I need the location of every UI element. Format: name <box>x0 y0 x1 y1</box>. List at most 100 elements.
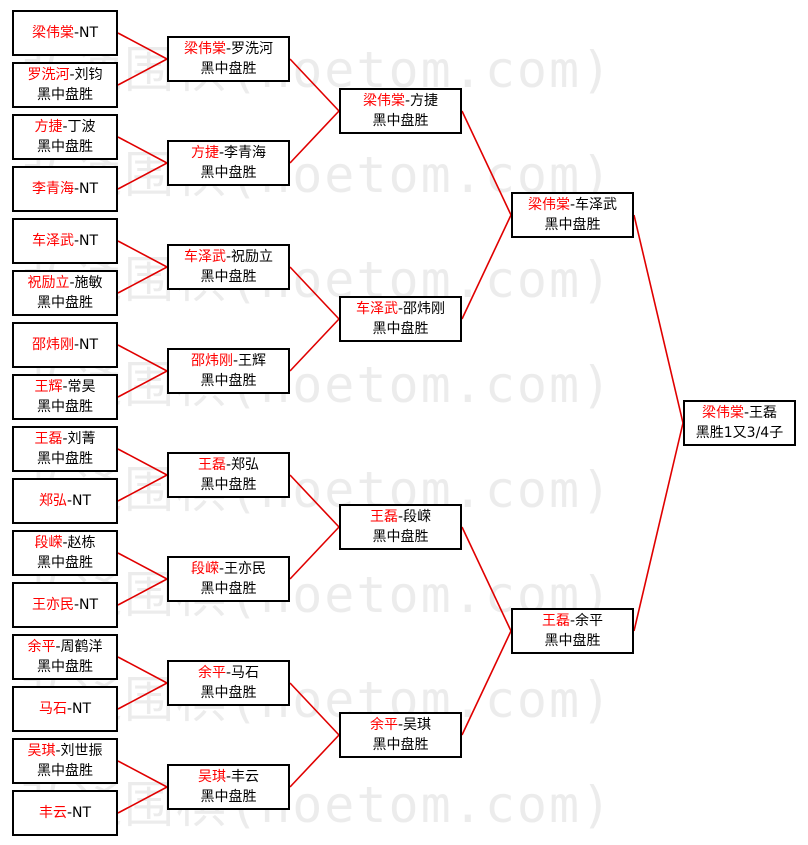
match-players: 罗洗河-刘钧 <box>27 65 102 85</box>
match-result: 黑中盘胜 <box>372 113 429 129</box>
bracket-connector <box>289 682 340 736</box>
match-result: 黑中盘胜 <box>37 139 93 155</box>
separator: - <box>55 743 61 759</box>
bracket-connector <box>117 344 168 372</box>
bracket-connector <box>289 58 340 112</box>
loser-name: 赵栋 <box>67 535 96 551</box>
loser-name: 郑弘 <box>231 457 260 473</box>
loser-name: 王磊 <box>749 405 778 421</box>
loser-name: 吴琪 <box>403 717 432 733</box>
loser-name: 罗洗河 <box>231 41 274 57</box>
final-match-box: 梁伟棠-王磊黑胜1又3/4子 <box>683 400 796 446</box>
match-box: 王磊-余平黑中盘胜 <box>511 608 634 654</box>
match-players: 车泽武-NT <box>32 231 98 251</box>
match-players: 王磊-郑弘 <box>198 455 259 475</box>
match-box: 余平-吴琪黑中盘胜 <box>339 712 462 758</box>
loser-name: 王辉 <box>238 353 267 369</box>
match-box: 车泽武-邵炜刚黑中盘胜 <box>339 296 462 342</box>
winner-name: 祝励立 <box>27 275 70 291</box>
match-players: 郑弘-NT <box>39 491 91 511</box>
winner-name: 郑弘 <box>38 493 67 509</box>
match-result: 黑中盘胜 <box>544 217 601 233</box>
bracket-connector <box>117 578 168 606</box>
match-box: 邵炜刚-NT <box>12 322 118 368</box>
bracket-connector <box>289 474 340 528</box>
match-box: 王辉-常昊黑中盘胜 <box>12 374 118 420</box>
winner-name: 王磊 <box>197 457 226 473</box>
match-box: 郑弘-NT <box>12 478 118 524</box>
winner-name: 梁伟棠 <box>183 41 226 57</box>
separator: - <box>73 597 80 613</box>
match-box: 车泽武-祝励立黑中盘胜 <box>167 244 290 290</box>
match-box: 王亦民-NT <box>12 582 118 628</box>
winner-name: 梁伟棠 <box>31 25 74 41</box>
bracket-connector <box>289 526 340 580</box>
match-result: 黑中盘胜 <box>200 373 257 389</box>
match-result: 黑中盘胜 <box>37 399 93 415</box>
bracket-connector <box>633 214 684 424</box>
match-result: 黑中盘胜 <box>37 451 93 467</box>
loser-name: 丁波 <box>67 119 96 135</box>
separator: - <box>55 639 61 655</box>
loser-name: 方捷 <box>410 93 439 109</box>
loser-name: 邵炜刚 <box>403 301 446 317</box>
match-players: 方捷-丁波 <box>34 117 95 137</box>
separator: - <box>66 805 73 821</box>
loser-name: NT <box>79 597 99 613</box>
winner-name: 王磊 <box>541 613 570 629</box>
bracket-connector <box>461 526 512 632</box>
match-box: 方捷-丁波黑中盘胜 <box>12 114 118 160</box>
winner-name: 吴琪 <box>197 769 226 785</box>
loser-name: NT <box>79 233 99 249</box>
match-players: 王磊-刘菁 <box>34 429 95 449</box>
match-players: 邵炜刚-王辉 <box>191 351 266 371</box>
bracket-connector <box>117 448 168 476</box>
match-players: 王辉-常昊 <box>34 377 95 397</box>
bracket-connector <box>117 32 168 60</box>
loser-name: 刘世振 <box>60 743 103 759</box>
match-players: 方捷-李青海 <box>191 143 266 163</box>
loser-name: 刘菁 <box>67 431 96 447</box>
loser-name: NT <box>72 805 92 821</box>
separator: - <box>62 119 68 135</box>
winner-name: 邵炜刚 <box>31 337 74 353</box>
match-box: 梁伟棠-方捷黑中盘胜 <box>339 88 462 134</box>
match-players: 车泽武-邵炜刚 <box>356 299 445 319</box>
match-players: 邵炜刚-NT <box>32 335 98 355</box>
match-box: 梁伟棠-罗洗河黑中盘胜 <box>167 36 290 82</box>
separator: - <box>743 405 750 421</box>
match-players: 梁伟棠-罗洗河 <box>184 39 273 59</box>
match-players: 祝励立-施敏 <box>27 273 102 293</box>
match-result: 黑中盘胜 <box>37 659 93 675</box>
bracket-connector <box>117 760 168 788</box>
match-box: 吴琪-丰云黑中盘胜 <box>167 764 290 810</box>
match-players: 梁伟棠-方捷 <box>363 91 438 111</box>
winner-name: 王辉 <box>34 379 63 395</box>
separator: - <box>73 25 80 41</box>
winner-name: 段嵘 <box>34 535 63 551</box>
loser-name: 马石 <box>231 665 260 681</box>
separator: - <box>225 249 232 265</box>
match-box: 余平-周鹤洋黑中盘胜 <box>12 634 118 680</box>
winner-name: 王磊 <box>369 509 398 525</box>
match-result: 黑中盘胜 <box>544 633 601 649</box>
winner-name: 车泽武 <box>31 233 74 249</box>
match-result: 黑中盘胜 <box>37 555 93 571</box>
match-box: 段嵘-王亦民黑中盘胜 <box>167 556 290 602</box>
bracket-connector <box>461 110 512 216</box>
separator: - <box>225 665 232 681</box>
match-box: 王磊-段嵘黑中盘胜 <box>339 504 462 550</box>
loser-name: NT <box>72 701 92 717</box>
match-players: 段嵘-赵栋 <box>34 533 95 553</box>
separator: - <box>569 197 576 213</box>
bracket-connector <box>117 162 168 190</box>
bracket-connector <box>117 240 168 268</box>
loser-name: 刘钧 <box>74 67 103 83</box>
bracket-connector <box>289 318 340 372</box>
loser-name: 段嵘 <box>403 509 432 525</box>
match-players: 梁伟棠-王磊 <box>702 403 777 423</box>
loser-name: NT <box>79 337 99 353</box>
separator: - <box>62 535 68 551</box>
separator: - <box>225 457 232 473</box>
